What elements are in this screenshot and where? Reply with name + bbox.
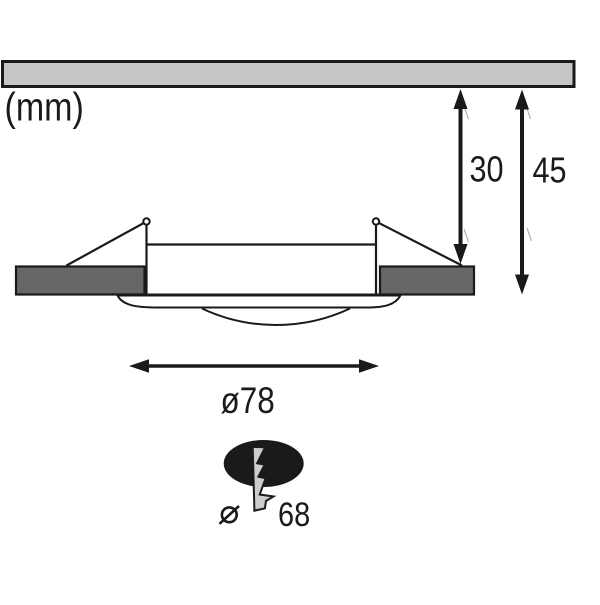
svg-text:(mm): (mm): [5, 84, 84, 129]
svg-text:68: 68: [278, 495, 310, 534]
svg-text:30: 30: [470, 150, 504, 190]
svg-text:45: 45: [533, 151, 567, 191]
svg-text:ø78: ø78: [221, 381, 275, 422]
